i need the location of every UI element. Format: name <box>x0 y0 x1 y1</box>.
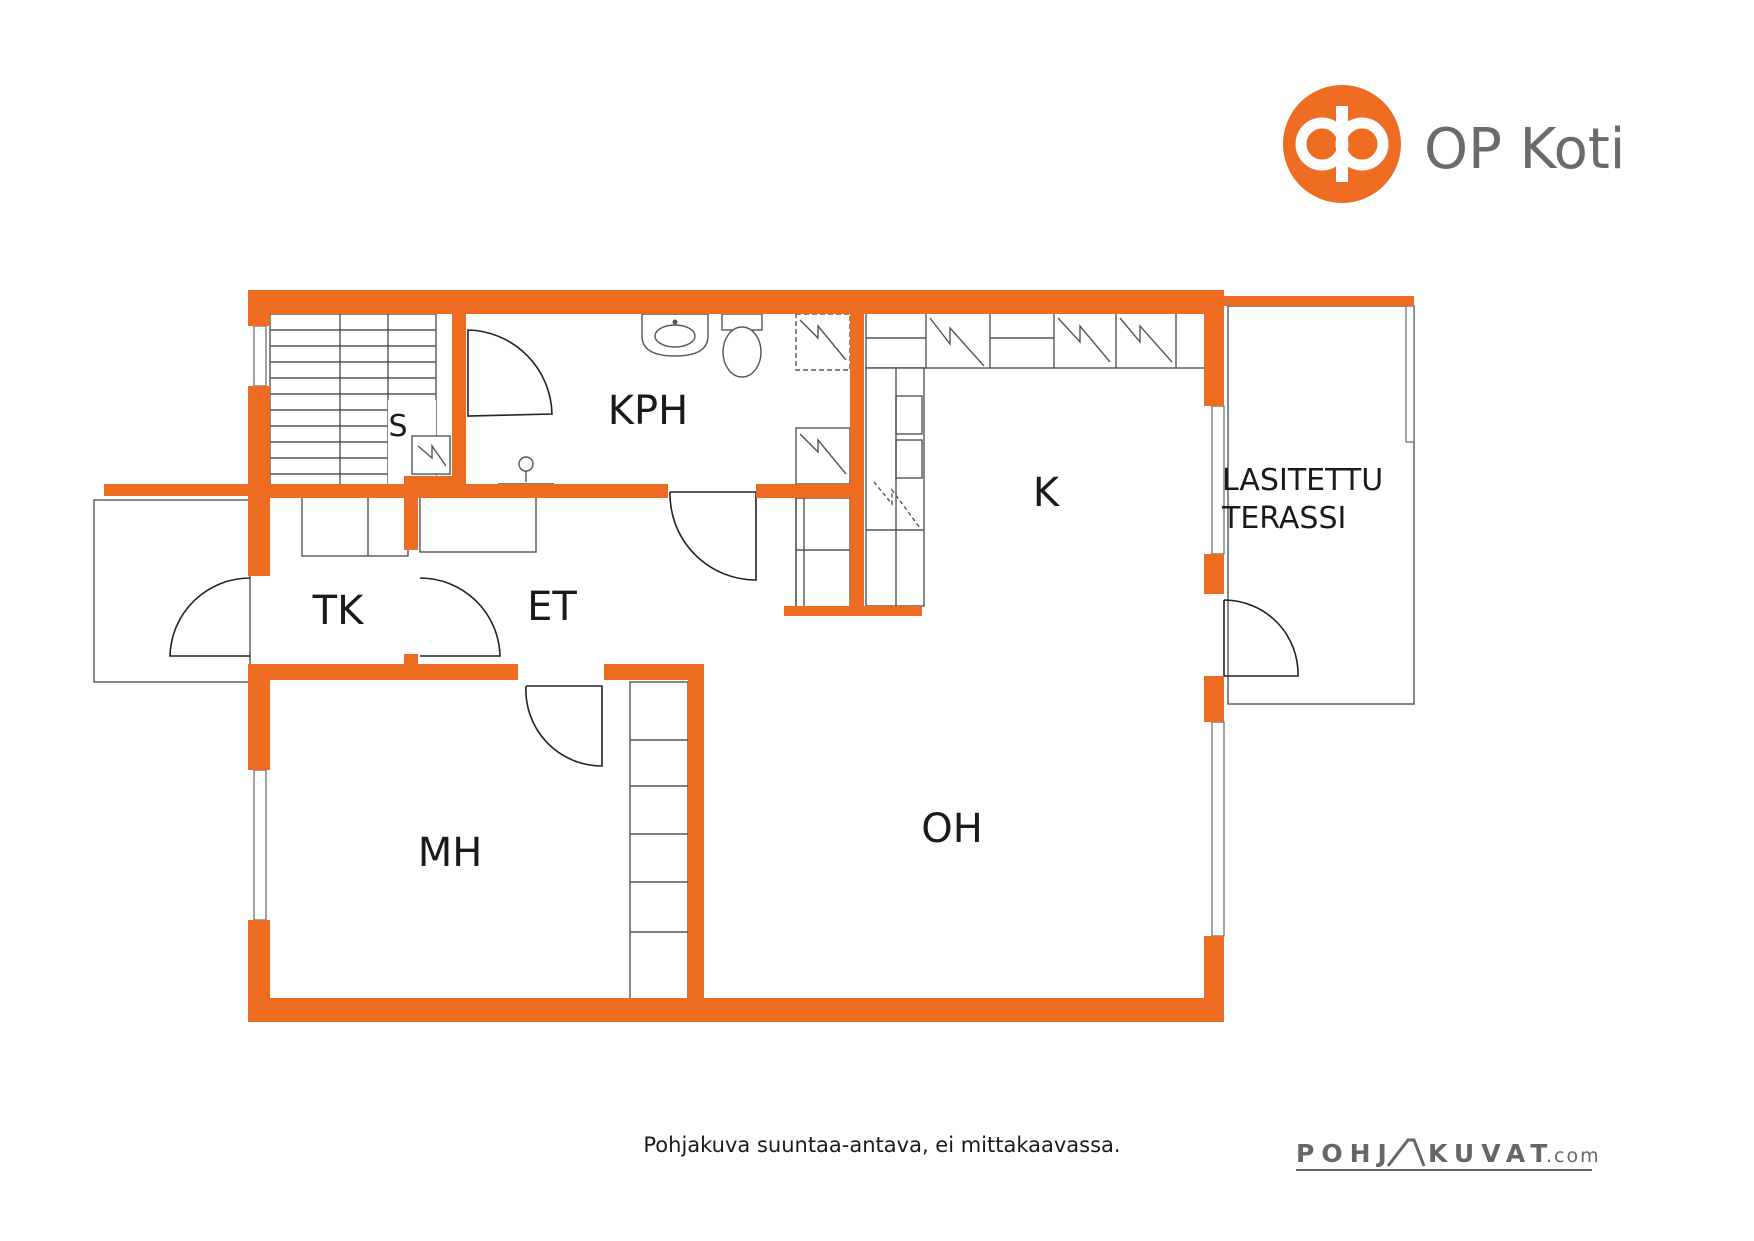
floor-drain <box>498 456 554 485</box>
op-logo-icon <box>1283 85 1401 203</box>
entrance-canopy <box>93 499 251 683</box>
staircase <box>269 313 437 487</box>
room-label-tk: TK <box>312 588 365 634</box>
room-label-mh: MH <box>418 830 483 876</box>
et-closet <box>419 495 537 553</box>
room-label-s: S <box>388 409 407 444</box>
room-labels: KPH S K LASITETTU TERASSI TK ET MH OH <box>312 388 1384 876</box>
room-label-terrace-line2: TERASSI <box>1221 501 1346 536</box>
room-label-oh: OH <box>921 806 983 852</box>
brand-text-suffix: .com <box>1546 1145 1601 1167</box>
kitchen-upper-counter <box>865 309 1207 369</box>
room-label-et: ET <box>527 584 577 630</box>
brand-roof-icon <box>1386 1138 1426 1167</box>
hall-cabinets <box>795 497 851 609</box>
room-label-terrace-line1: LASITETTU <box>1222 463 1383 498</box>
logo-text: OP Koti <box>1424 117 1625 182</box>
room-label-k: K <box>1033 470 1061 516</box>
walls <box>104 290 1414 1022</box>
brand-text-left: POHJ <box>1296 1139 1394 1168</box>
brand-text-right: KUVAT <box>1428 1139 1554 1168</box>
bathroom-cabinets <box>795 313 851 485</box>
tk-closet <box>301 495 409 557</box>
op-koti-logo: OP Koti <box>1283 85 1625 203</box>
bathroom-sink <box>641 313 709 357</box>
terrace-outline <box>1227 305 1415 705</box>
mh-wardrobe <box>629 681 689 1003</box>
toilet <box>721 313 763 378</box>
kitchen-side-counter <box>865 367 925 607</box>
room-label-kph: KPH <box>608 388 688 434</box>
sauna-stove <box>411 435 451 475</box>
fixtures <box>93 305 1415 1003</box>
pohjakuvat-brand: POHJ KUVAT .com <box>1296 1138 1601 1171</box>
disclaimer-note: Pohjakuva suuntaa-antava, ei mittakaavas… <box>643 1133 1120 1157</box>
doors <box>169 329 1299 767</box>
